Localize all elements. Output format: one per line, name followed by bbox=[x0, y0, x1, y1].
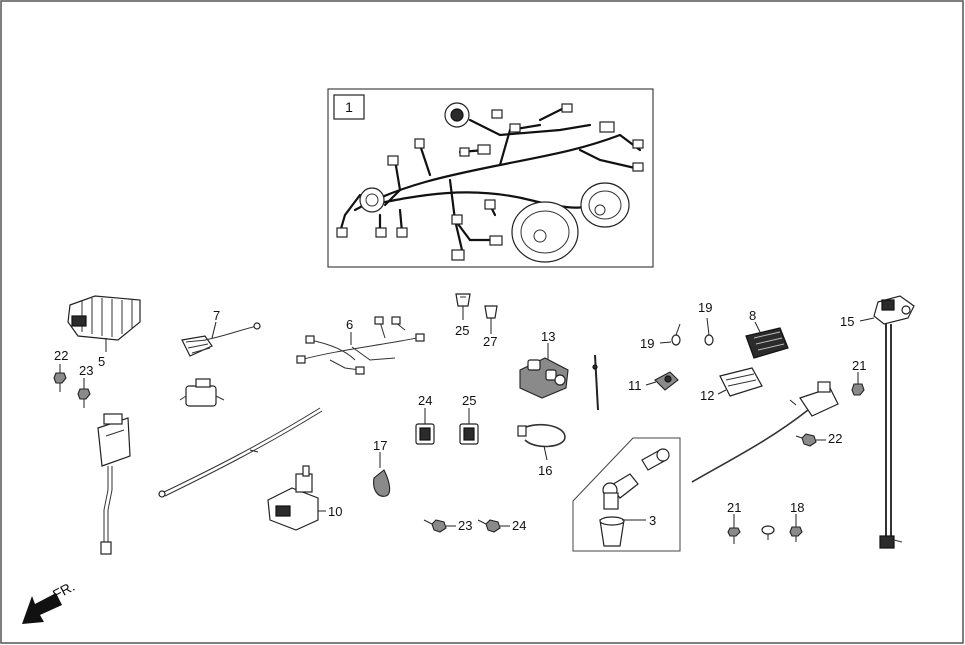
part-25-fuse-b bbox=[484, 305, 498, 334]
relay-small bbox=[179, 378, 225, 407]
label-10: 10 bbox=[328, 504, 342, 519]
label-5: 5 bbox=[98, 354, 105, 369]
front-arrow-icon bbox=[22, 593, 62, 624]
part-22-bolt-a bbox=[851, 372, 865, 396]
part-22-bolt-b bbox=[795, 433, 826, 447]
headlight-bowl-right bbox=[580, 182, 630, 228]
label-19a: 19 bbox=[640, 336, 654, 351]
part-13-connector bbox=[519, 343, 569, 399]
label-7: 7 bbox=[213, 308, 220, 323]
label-13: 13 bbox=[541, 329, 555, 344]
main-harness-label-box bbox=[333, 94, 365, 120]
label-19b: 19 bbox=[698, 300, 712, 315]
label-21b: 23 bbox=[79, 363, 93, 378]
part-17-clip bbox=[373, 452, 391, 497]
part-24-fuse-b bbox=[459, 408, 479, 445]
part-11-bulb bbox=[645, 371, 679, 391]
part-20-bolt bbox=[727, 514, 741, 544]
ignition-coil bbox=[691, 381, 839, 483]
part-12-switch-lead bbox=[859, 295, 915, 549]
part-24-fuse-a bbox=[415, 408, 435, 445]
label-8: 8 bbox=[749, 308, 756, 323]
label-18: 18 bbox=[790, 500, 804, 515]
main-harness-group: 1 bbox=[327, 88, 654, 268]
label-24b: 25 bbox=[462, 393, 476, 408]
label-22b: 22 bbox=[828, 431, 842, 446]
label-16: 16 bbox=[538, 463, 552, 478]
part-10-relay bbox=[267, 465, 326, 531]
label-6: 6 bbox=[346, 317, 353, 332]
part-16-strap bbox=[517, 423, 566, 461]
label-20: 21 bbox=[727, 500, 741, 515]
label-12: 15 bbox=[840, 314, 854, 329]
part-7-sensor-lead bbox=[181, 321, 261, 357]
front-direction-arrow: FR. bbox=[22, 578, 77, 624]
small-screw bbox=[761, 525, 775, 540]
label-25b: 27 bbox=[483, 334, 497, 349]
side-switch-assembly bbox=[97, 413, 131, 555]
part-27-cable-tie bbox=[592, 354, 599, 411]
label-24a: 24 bbox=[418, 393, 432, 408]
part-5-regulator: 5 bbox=[67, 295, 141, 369]
label-15: 12 bbox=[700, 388, 714, 403]
part-8-cdi-unit bbox=[745, 321, 789, 359]
label-25a: 25 bbox=[455, 323, 469, 338]
label-22a: 21 bbox=[852, 358, 866, 373]
part-21-bolt-a bbox=[53, 364, 67, 392]
label-3: 3 bbox=[649, 513, 656, 528]
label-11: 11 bbox=[628, 378, 642, 393]
part-19-screw-b bbox=[704, 317, 714, 346]
part-23-bolt-b bbox=[477, 519, 510, 533]
label-23a: 23 bbox=[458, 518, 472, 533]
part-15-module bbox=[717, 367, 763, 397]
part-6-sub-harness bbox=[296, 316, 425, 375]
label-23b: 24 bbox=[512, 518, 526, 533]
part-21-bolt-b bbox=[77, 378, 91, 408]
label-21a: 22 bbox=[54, 348, 68, 363]
part-3-plug-cap-group bbox=[572, 437, 681, 552]
cable-long bbox=[158, 407, 323, 498]
label-17: 17 bbox=[373, 438, 387, 453]
main-harness-label: 1 bbox=[345, 99, 353, 115]
part-19-screw-a bbox=[659, 323, 681, 346]
part-18-screw bbox=[789, 514, 803, 542]
part-23-bolt-a bbox=[423, 519, 456, 533]
part-25-fuse-a bbox=[455, 293, 471, 320]
